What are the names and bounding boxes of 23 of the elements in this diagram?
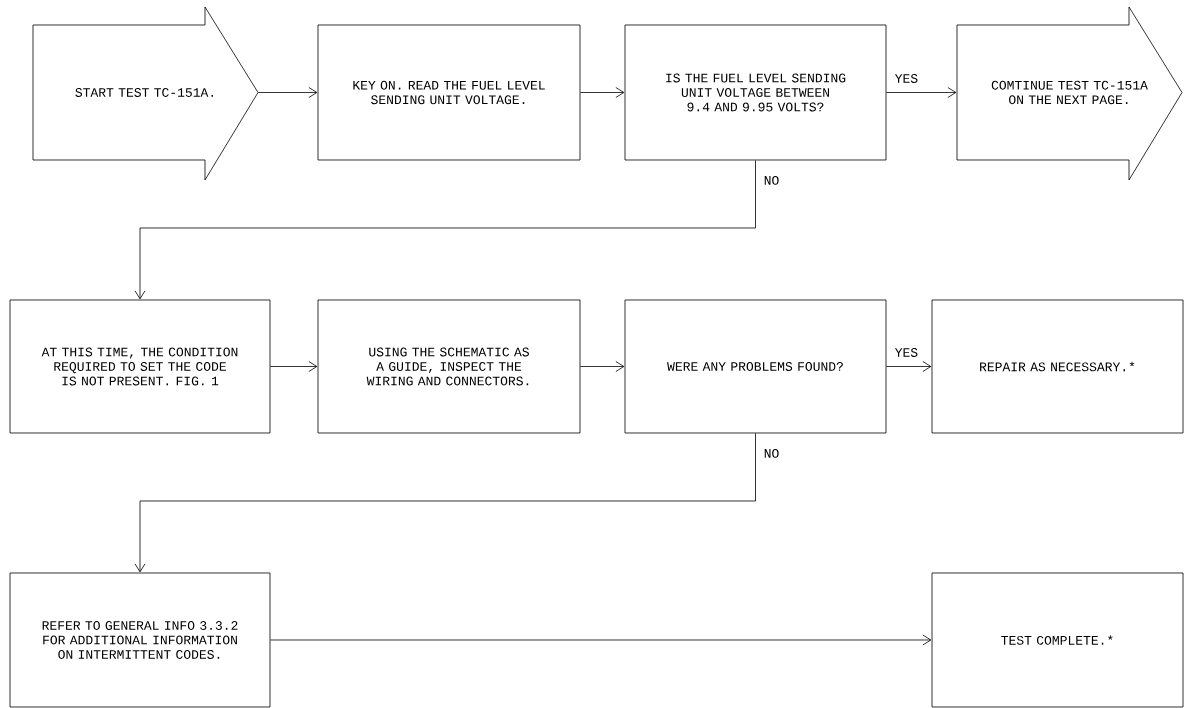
process-box: REFER TO GENERAL INFO 3.3.2 FOR ADDITIONAL INFORMATION ON INTERMITTENT CODES. bbox=[9, 572, 271, 708]
process-box: TEST COMPLETE.* bbox=[931, 572, 1184, 708]
process-box: USING THE SCHEMATIC AS A GUIDE, INSPECT THE WIRING AND CONNECTORS. bbox=[317, 299, 581, 434]
edge-label: YES bbox=[893, 73, 920, 84]
arrow-box: COMTINUE TEST TC-151A ON THE NEXT PAGE. bbox=[956, 6, 1183, 181]
process-box: AT THIS TIME, THE CONDITION REQUIRED TO SET THE CODE IS NOT PRESENT. FIG. 1 bbox=[9, 299, 271, 434]
arrow bbox=[258, 87, 318, 98]
arrow bbox=[134, 433, 756, 573]
edge-label: NO bbox=[762, 175, 781, 186]
arrow bbox=[886, 361, 932, 372]
arrow bbox=[580, 361, 625, 372]
arrow bbox=[134, 160, 756, 300]
arrow bbox=[270, 361, 318, 372]
process-box: KEY ON. READ THE FUEL LEVEL SENDING UNIT VOLTAGE. bbox=[317, 24, 581, 161]
arrow-box: START TEST TC-151A. bbox=[32, 6, 259, 181]
edge-label: YES bbox=[893, 347, 920, 358]
process-box: IS THE FUEL LEVEL SENDING UNIT VOLTAGE BETWEEN 9.4 AND 9.95 VOLTS? bbox=[624, 24, 887, 161]
arrow bbox=[886, 87, 957, 98]
arrow bbox=[580, 87, 625, 98]
process-box: REPAIR AS NECESSARY.* bbox=[931, 299, 1184, 434]
edge-label: NO bbox=[762, 448, 781, 459]
process-box: WERE ANY PROBLEMS FOUND? bbox=[624, 299, 887, 434]
arrow bbox=[270, 634, 932, 646]
